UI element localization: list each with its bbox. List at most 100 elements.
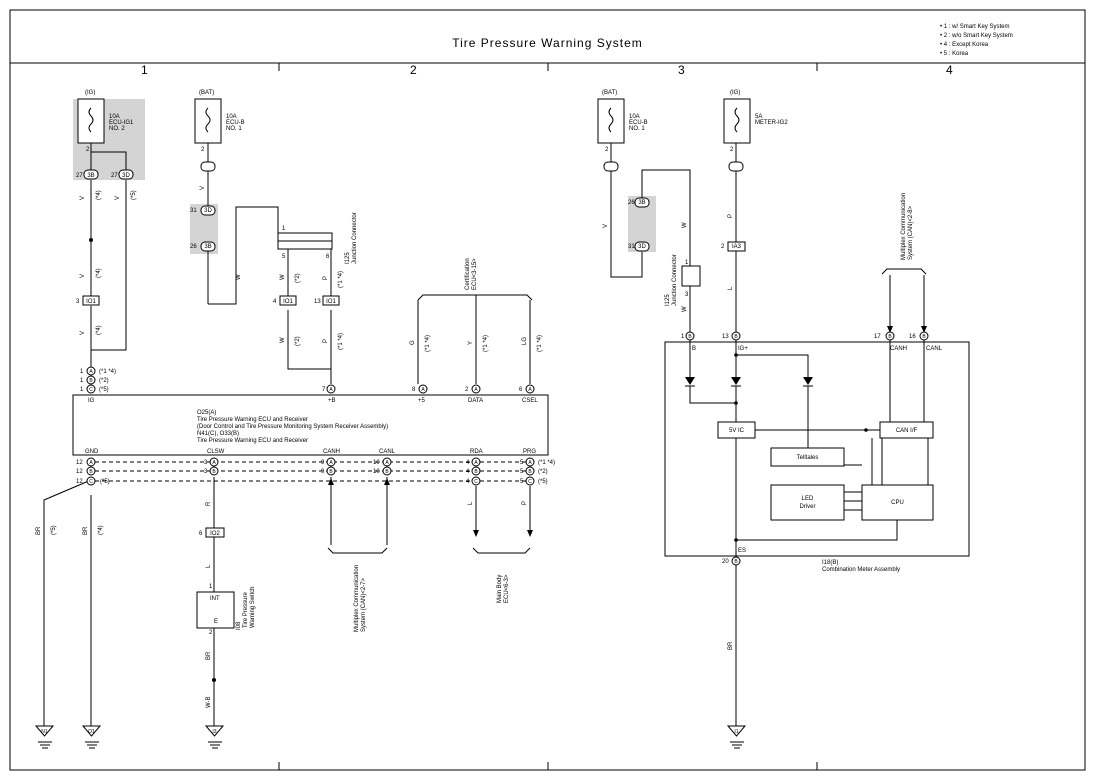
svg-text:C: C bbox=[474, 479, 478, 485]
svg-text:Telltales: Telltales bbox=[797, 455, 819, 461]
svg-text:10: 10 bbox=[373, 460, 380, 466]
svg-text:P: P bbox=[728, 214, 734, 218]
svg-text:6: 6 bbox=[519, 387, 523, 393]
svg-text:5: 5 bbox=[520, 479, 524, 485]
svg-text:8: 8 bbox=[412, 387, 416, 393]
splice-ig bbox=[89, 238, 93, 242]
svg-text:B: B bbox=[212, 469, 216, 475]
svg-text:27: 27 bbox=[76, 173, 83, 179]
wire-colors-col1: V (*4) V (*5) V (*4) V (*4) V W W (*2) P… bbox=[36, 186, 528, 708]
fuse-bat1-name: ECU-B bbox=[226, 120, 245, 126]
conn-io1-3: IO1 bbox=[326, 299, 336, 305]
svg-text:(*1 *4): (*1 *4) bbox=[483, 335, 489, 352]
svg-text:(*4): (*4) bbox=[96, 190, 102, 200]
svg-text:26: 26 bbox=[190, 244, 197, 250]
svg-text:(*5): (*5) bbox=[131, 190, 137, 200]
meter-pin-labels: B IG+ CANH CANL ES bbox=[692, 346, 943, 554]
svg-text:12: 12 bbox=[76, 460, 83, 466]
svg-text:B: B bbox=[888, 334, 892, 340]
svg-text:6: 6 bbox=[199, 531, 203, 537]
connectors-col3 bbox=[603, 161, 746, 252]
fuse-ig1-source: (IG) bbox=[85, 90, 95, 96]
wire-colors-col3: V W W P L BR bbox=[603, 214, 734, 650]
ecu-pin-csel: CSEL bbox=[522, 398, 538, 404]
conn-io1-1: IO1 bbox=[86, 299, 96, 305]
meter-block-labels: 5V IC CAN I/F Telltales LED Driver CPU bbox=[729, 428, 918, 510]
ground-labels: N1 O1 I3 I1 bbox=[41, 729, 739, 735]
block-telltales bbox=[770, 447, 845, 467]
svg-text:31: 31 bbox=[628, 244, 635, 250]
fuse-bat2-name: ECU-B bbox=[629, 120, 648, 126]
svg-text:CAN I/F: CAN I/F bbox=[896, 428, 918, 434]
svg-text:L: L bbox=[728, 286, 734, 290]
conn-3d: 3D bbox=[122, 173, 130, 179]
svg-text:(*5): (*5) bbox=[99, 387, 109, 393]
column-3: 3 bbox=[678, 63, 685, 77]
svg-text:4: 4 bbox=[466, 479, 470, 485]
ecu-desc-a: Tire Pressure Warning ECU and Receiver bbox=[197, 417, 308, 423]
cert-ref-2: ECU<3-15> bbox=[472, 258, 478, 290]
ecu-pin-b: +B bbox=[328, 398, 336, 404]
svg-text:A: A bbox=[528, 387, 532, 393]
svg-text:(*5): (*5) bbox=[51, 525, 57, 535]
fuse-bat1 bbox=[194, 98, 222, 144]
svg-text:I1: I1 bbox=[734, 729, 738, 735]
svg-text:1: 1 bbox=[681, 334, 685, 340]
svg-text:L: L bbox=[468, 501, 474, 505]
svg-text:13: 13 bbox=[722, 334, 729, 340]
svg-text:N1: N1 bbox=[41, 729, 48, 735]
svg-text:V: V bbox=[80, 196, 86, 200]
fuse-meter-source: (IG) bbox=[730, 90, 740, 96]
svg-text:A: A bbox=[421, 387, 425, 393]
ecu-pin-canh: CANH bbox=[323, 449, 340, 455]
combination-meter-box bbox=[664, 341, 970, 557]
svg-text:P: P bbox=[323, 339, 329, 343]
svg-text:(*4): (*4) bbox=[98, 525, 104, 535]
switch-e: E bbox=[214, 619, 218, 625]
svg-text:2: 2 bbox=[465, 387, 469, 393]
fuse-meter bbox=[723, 98, 751, 144]
svg-text:9: 9 bbox=[321, 469, 325, 475]
svg-text:B: B bbox=[329, 469, 333, 475]
svg-text:12: 12 bbox=[76, 479, 83, 485]
switch-int: INT bbox=[210, 596, 220, 602]
svg-text:(*1 *4): (*1 *4) bbox=[425, 335, 431, 352]
svg-text:C: C bbox=[89, 387, 93, 393]
junction-desc-2: Junction Connector bbox=[672, 254, 678, 306]
note-4: • 4 : Except Korea bbox=[940, 42, 989, 48]
svg-text:2: 2 bbox=[201, 147, 205, 153]
grounds bbox=[34, 720, 747, 749]
svg-text:CPU: CPU bbox=[891, 500, 904, 506]
svg-text:(*1 *4): (*1 *4) bbox=[338, 271, 344, 288]
mpx-right-arrows bbox=[887, 326, 927, 333]
svg-text:3: 3 bbox=[204, 469, 208, 475]
ecu-top-pins: IG +B +5 DATA CSEL bbox=[88, 398, 538, 404]
svg-text:4: 4 bbox=[273, 299, 277, 305]
meter-desc: Combination Meter Assembly bbox=[822, 567, 900, 573]
ecu-name-a: O25(A) bbox=[197, 410, 216, 416]
svg-text:1: 1 bbox=[685, 260, 689, 266]
svg-text:2: 2 bbox=[605, 147, 609, 153]
svg-text:9: 9 bbox=[321, 460, 325, 466]
ecu-bottom-dashed bbox=[95, 461, 526, 482]
mpx-right-1: Multiplex Communication bbox=[901, 193, 907, 260]
wire-colors-cert: G (*1 *4) Y (*1 *4) LG (*1 *4) bbox=[410, 335, 543, 352]
ecu-bottom-pin-letters: ABC AB AB AB ABC ABC bbox=[89, 460, 532, 485]
svg-text:IG+: IG+ bbox=[738, 346, 748, 352]
svg-text:V: V bbox=[200, 186, 206, 190]
column-ticks bbox=[278, 63, 818, 770]
svg-text:(*2): (*2) bbox=[295, 273, 301, 283]
cert-bracket bbox=[417, 294, 533, 384]
svg-text:Y: Y bbox=[468, 341, 474, 345]
svg-text:5V IC: 5V IC bbox=[729, 428, 745, 434]
svg-text:BR: BR bbox=[728, 641, 734, 650]
svg-text:3: 3 bbox=[76, 299, 80, 305]
svg-text:13: 13 bbox=[314, 299, 321, 305]
svg-text:W: W bbox=[280, 337, 286, 343]
fuse-ig1-name2: NO. 2 bbox=[109, 126, 125, 132]
splice-switch bbox=[212, 678, 216, 682]
